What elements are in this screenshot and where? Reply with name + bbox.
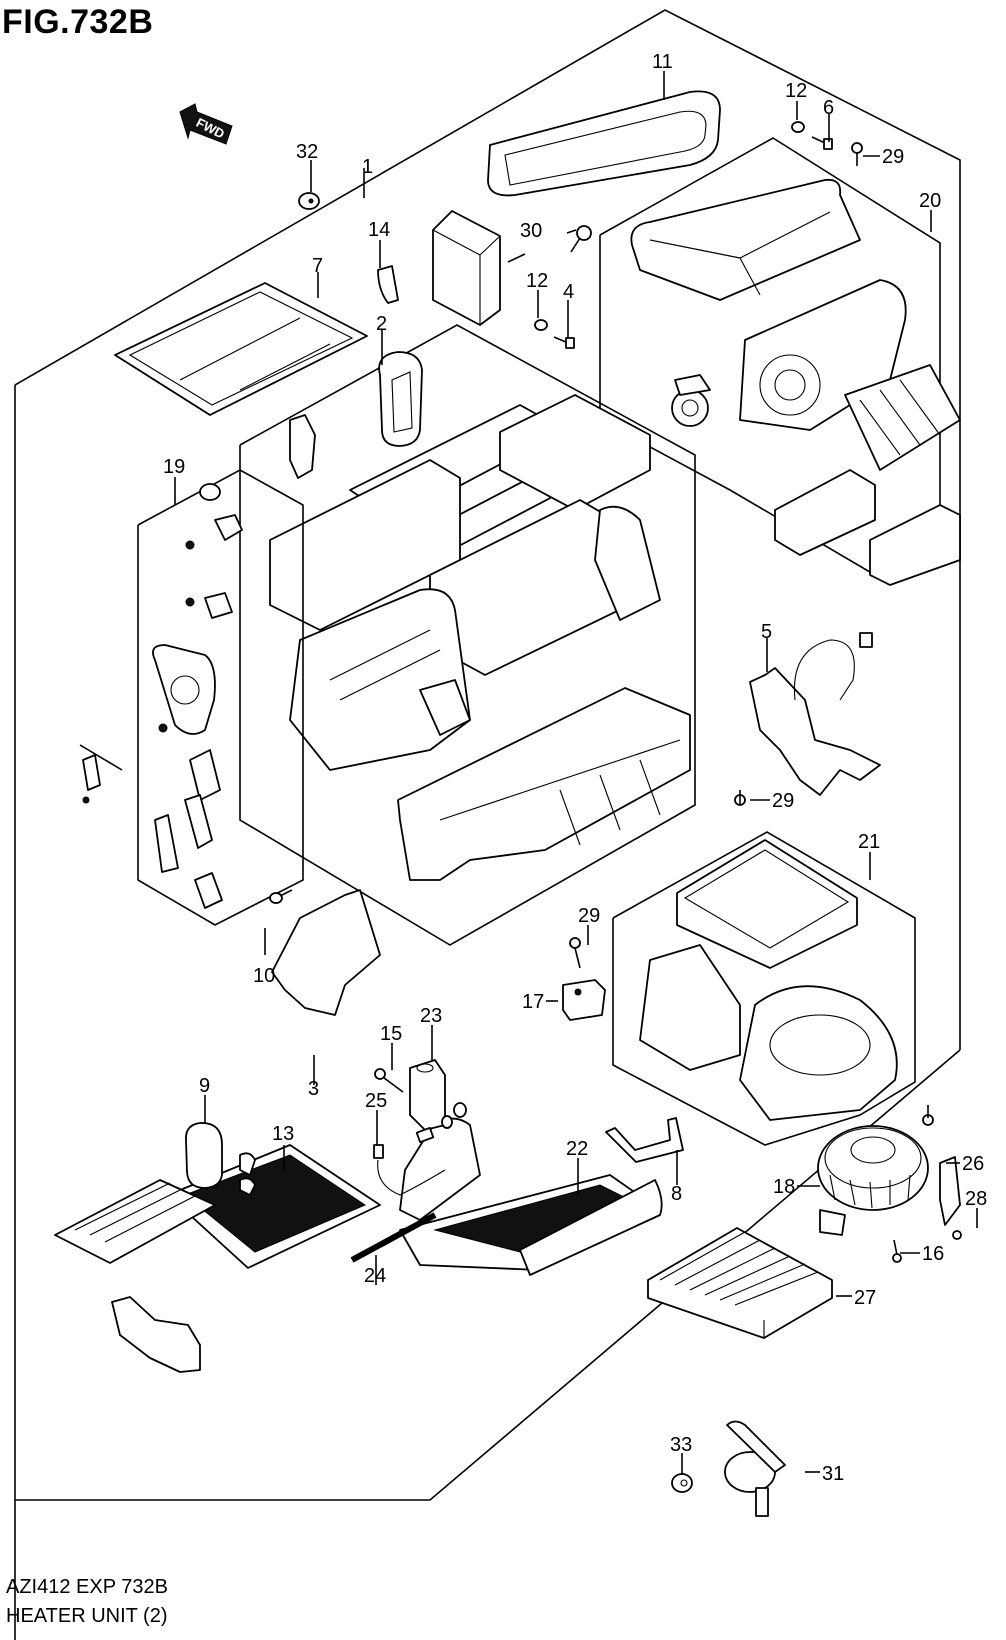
assembly-outline-top	[14, 9, 961, 1050]
part-screw-blower[interactable]	[922, 1105, 934, 1126]
callout-21: 21	[858, 831, 880, 853]
figure-code: AZI412 EXP 732B	[6, 1576, 168, 1598]
part-orings[interactable]	[415, 1102, 467, 1143]
part-duct-5[interactable]	[749, 632, 881, 796]
part-screw-29a[interactable]	[851, 142, 863, 166]
part-control-module[interactable]	[432, 210, 501, 326]
assembly-outline-bottom	[15, 1049, 961, 1501]
leader-lines	[174, 71, 978, 1475]
callout-9: 9	[199, 1075, 210, 1097]
callout-30: 30	[520, 220, 542, 242]
part-nut-33[interactable]	[671, 1473, 693, 1493]
part-actuator-20[interactable]	[671, 374, 711, 427]
part-seal-strip-24[interactable]	[350, 1212, 437, 1263]
callout-28: 28	[965, 1188, 987, 1210]
callout-26: 26	[962, 1153, 984, 1175]
part-bolt-6[interactable]	[811, 136, 833, 150]
callout-29b: 29	[772, 790, 794, 812]
callout-31: 31	[822, 1463, 844, 1485]
callout-labels: 1 2 3 4 5 6 7 8 9 10 11 12 12 13 14 15 1…	[163, 51, 987, 1485]
callout-12b: 12	[526, 270, 548, 292]
part-clamp-8[interactable]	[605, 1117, 684, 1163]
part-pad-14[interactable]	[377, 265, 399, 304]
part-heater-case[interactable]	[269, 351, 661, 771]
callout-22: 22	[566, 1138, 588, 1160]
callout-3: 3	[308, 1078, 319, 1100]
part-screw-29b[interactable]	[734, 790, 746, 806]
part-bracket-lower[interactable]	[111, 1296, 201, 1373]
part-small-clip[interactable]	[289, 414, 316, 479]
part-screw-30[interactable]	[570, 225, 592, 253]
part-drain-hose-31[interactable]	[724, 1420, 786, 1517]
part-seal-frame-7[interactable]	[114, 282, 368, 416]
part-resistor-17[interactable]	[562, 979, 606, 1021]
callout-1: 1	[362, 156, 373, 178]
part-air-filter-27[interactable]	[647, 1227, 833, 1339]
part-nut-32[interactable]	[298, 192, 320, 210]
callout-29a: 29	[882, 146, 904, 168]
callout-12a: 12	[785, 80, 807, 102]
part-washer-12a[interactable]	[791, 121, 805, 133]
callout-10: 10	[253, 965, 275, 987]
callout-2: 2	[376, 313, 387, 335]
part-seal-gasket-11[interactable]	[487, 90, 721, 197]
figure-name: HEATER UNIT (2)	[6, 1605, 168, 1627]
part-thermistor-25[interactable]	[373, 1144, 446, 1196]
callout-7: 7	[312, 255, 323, 277]
part-blower-case[interactable]	[639, 839, 898, 1121]
callout-16: 16	[922, 1243, 944, 1265]
callout-32: 32	[296, 141, 318, 163]
part-bolt-4[interactable]	[553, 336, 575, 349]
part-upper-duct[interactable]	[630, 178, 861, 301]
part-electric-heater[interactable]	[54, 1179, 216, 1264]
part-mode-housing[interactable]	[739, 279, 961, 586]
callout-13: 13	[272, 1123, 294, 1145]
callout-6: 6	[823, 97, 834, 119]
part-duct-cover-3[interactable]	[271, 889, 381, 1016]
callout-4: 4	[563, 281, 574, 303]
fwd-arrow-icon: FWD	[179, 103, 233, 145]
part-bracket-26[interactable]	[939, 1156, 961, 1226]
sub-assembly-outline-19	[137, 469, 304, 926]
callout-27: 27	[854, 1287, 876, 1309]
callout-19: 19	[163, 456, 185, 478]
callout-23: 23	[420, 1005, 442, 1027]
part-washer-12b[interactable]	[534, 319, 548, 331]
figure-title: FIG.732B	[2, 3, 154, 41]
part-rod-outside[interactable]	[79, 744, 123, 804]
callout-25: 25	[365, 1090, 387, 1112]
callout-33: 33	[670, 1434, 692, 1456]
part-grommet-9[interactable]	[185, 1122, 223, 1189]
callout-18: 18	[773, 1176, 795, 1198]
callout-29c: 29	[578, 905, 600, 927]
callout-17: 17	[522, 991, 544, 1013]
sub-assembly-outline-21	[612, 831, 916, 1146]
callout-20: 20	[919, 190, 941, 212]
sub-assembly-outline-2	[239, 324, 696, 946]
callout-14: 14	[368, 219, 390, 241]
callout-15: 15	[380, 1023, 402, 1045]
part-screw-29c[interactable]	[569, 937, 581, 969]
part-lower-tray[interactable]	[397, 687, 691, 881]
part-blower-motor-18[interactable]	[817, 1125, 929, 1236]
callout-5: 5	[761, 621, 772, 643]
part-valve-23[interactable]	[409, 1059, 446, 1131]
callout-24: 24	[364, 1265, 386, 1287]
callout-8: 8	[671, 1183, 682, 1205]
part-screw-16[interactable]	[892, 1239, 902, 1263]
part-link-assembly[interactable]	[152, 483, 243, 909]
part-screw-10[interactable]	[269, 889, 293, 904]
part-screw-28[interactable]	[952, 1230, 962, 1240]
callout-11: 11	[652, 51, 673, 73]
part-screw-small[interactable]	[507, 253, 526, 263]
part-bolt-15[interactable]	[374, 1068, 404, 1093]
